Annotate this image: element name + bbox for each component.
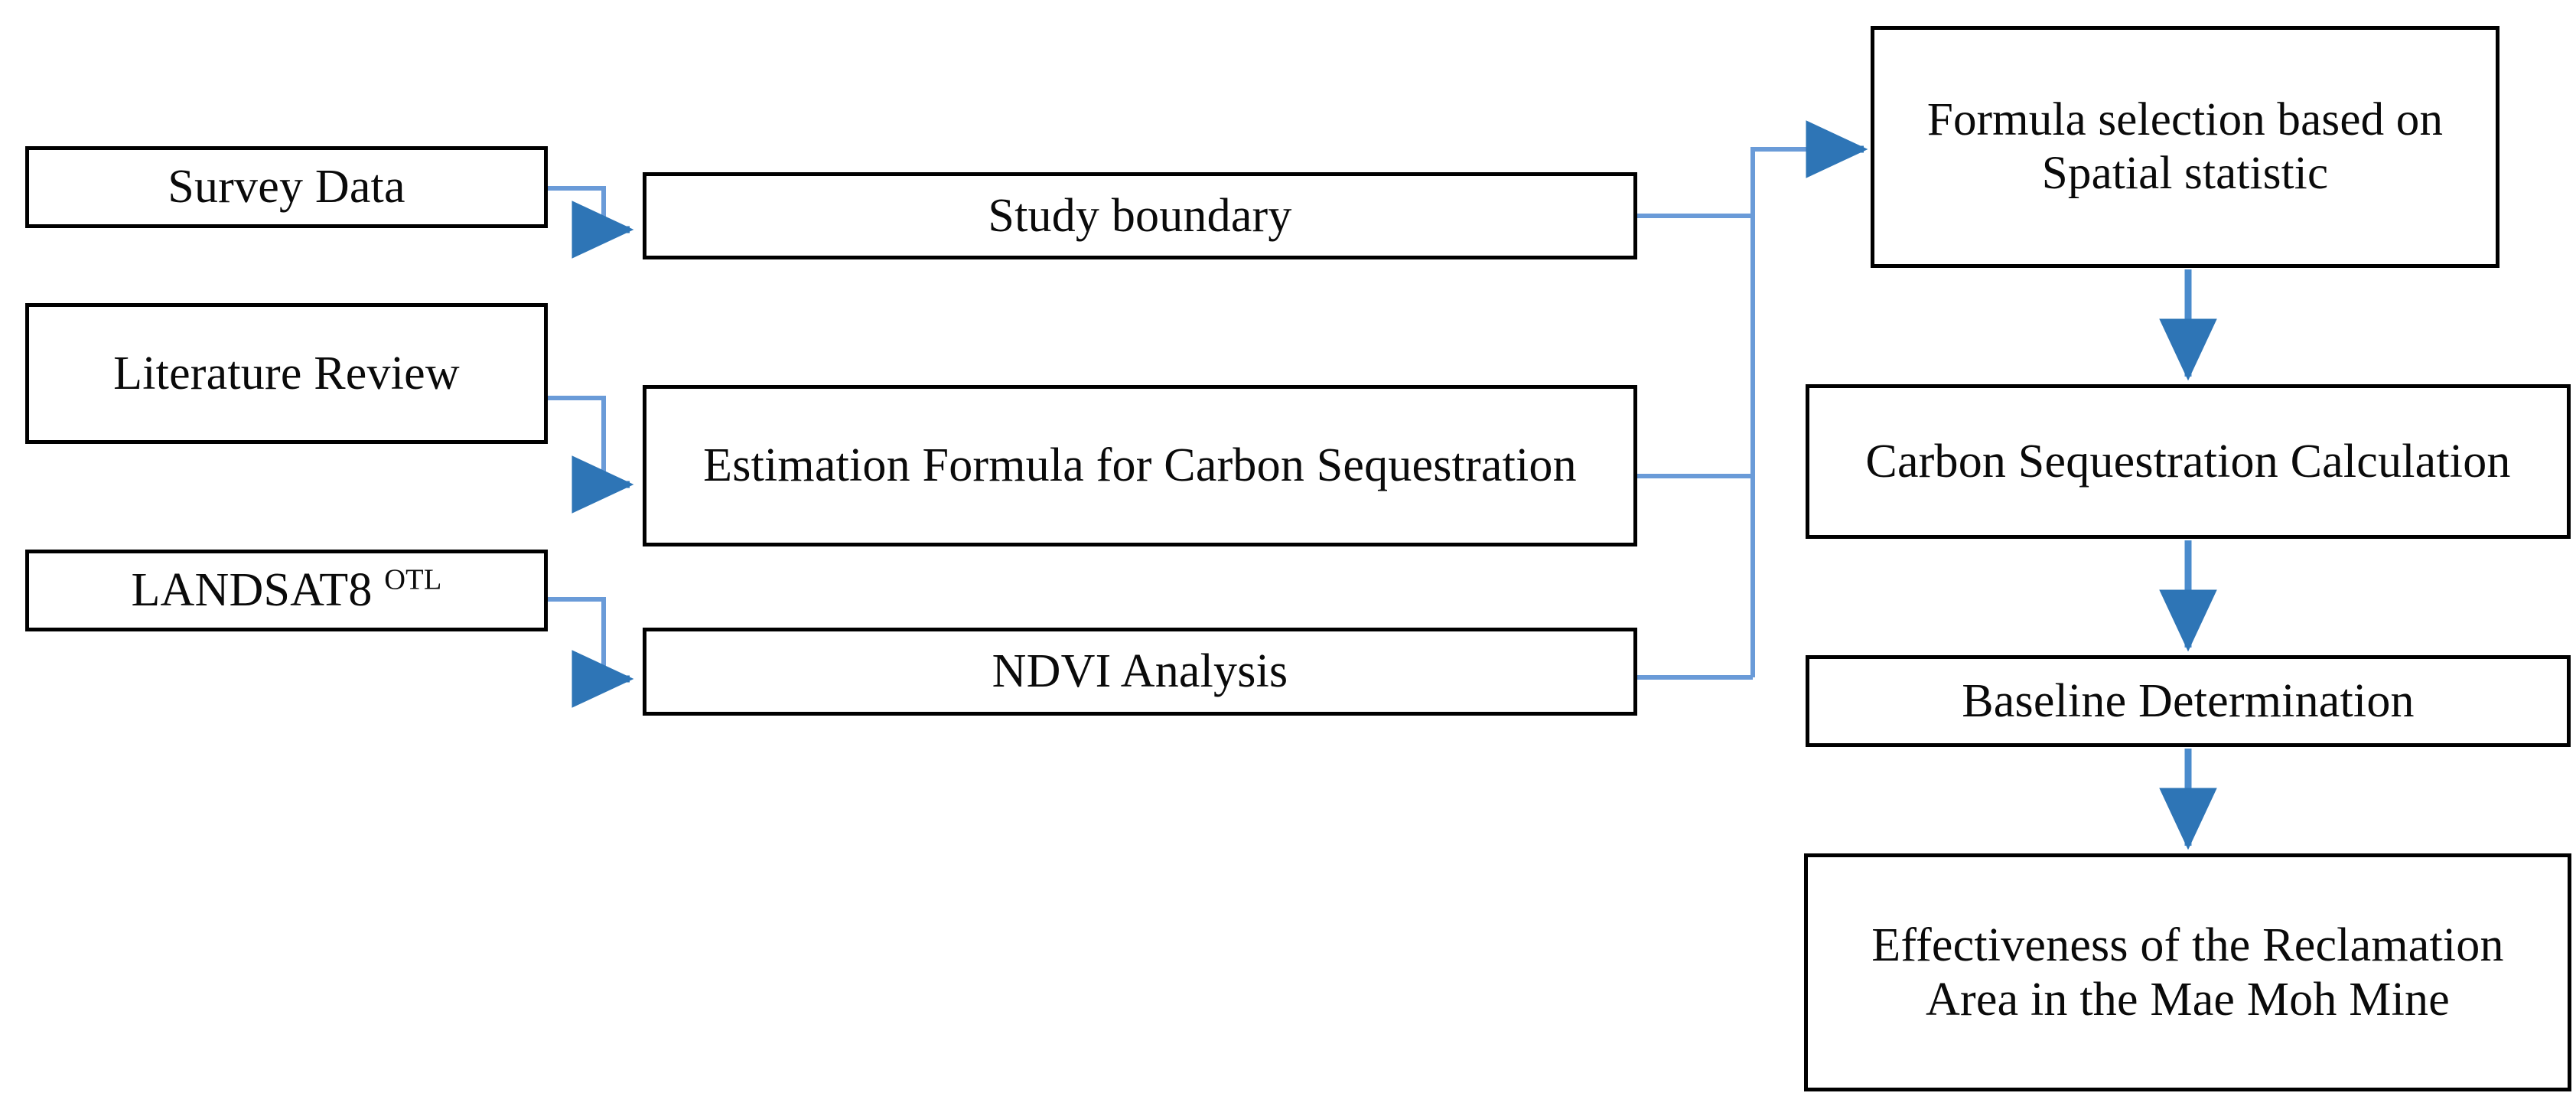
node-carbon-sequestration-calculation[interactable]: Carbon Sequestration Calculation	[1806, 384, 2571, 539]
edge-literature-to-estimation	[548, 396, 634, 514]
node-landsat8[interactable]: LANDSAT8 OTL	[25, 550, 548, 631]
node-formula-selection[interactable]: Formula selection based on Spatial stati…	[1871, 26, 2499, 268]
node-survey-data[interactable]: Survey Data	[25, 146, 548, 228]
node-ndvi-analysis-label: NDVI Analysis	[992, 645, 1288, 698]
node-ndvi-analysis[interactable]: NDVI Analysis	[643, 628, 1637, 716]
node-literature-review[interactable]: Literature Review	[25, 303, 548, 444]
edge-landsat-to-ndvi	[548, 597, 634, 708]
node-baseline-determination-label: Baseline Determination	[1962, 674, 2415, 727]
node-estimation-formula[interactable]: Estimation Formula for Carbon Sequestrat…	[643, 385, 1637, 546]
node-estimation-formula-label: Estimation Formula for Carbon Sequestrat…	[703, 439, 1577, 492]
node-study-boundary[interactable]: Study boundary	[643, 172, 1637, 259]
node-formula-selection-label: Formula selection based on Spatial stati…	[1926, 94, 2444, 199]
node-baseline-determination[interactable]: Baseline Determination	[1806, 655, 2571, 747]
node-landsat8-label: LANDSAT8 OTL	[43, 563, 530, 618]
node-landsat8-superscript: OTL	[384, 563, 442, 596]
node-effectiveness-reclamation[interactable]: Effectiveness of the Reclamation Area in…	[1804, 853, 2571, 1091]
node-study-boundary-label: Study boundary	[988, 189, 1292, 242]
node-survey-data-label: Survey Data	[168, 161, 405, 214]
node-landsat8-base-text: LANDSAT8	[131, 564, 373, 617]
node-carbon-sequestration-calculation-label: Carbon Sequestration Calculation	[1865, 435, 2511, 488]
edge-survey-to-study-boundary	[548, 186, 634, 259]
node-literature-review-label: Literature Review	[113, 347, 460, 400]
node-effectiveness-reclamation-label: Effectiveness of the Reclamation Area in…	[1871, 918, 2504, 1026]
